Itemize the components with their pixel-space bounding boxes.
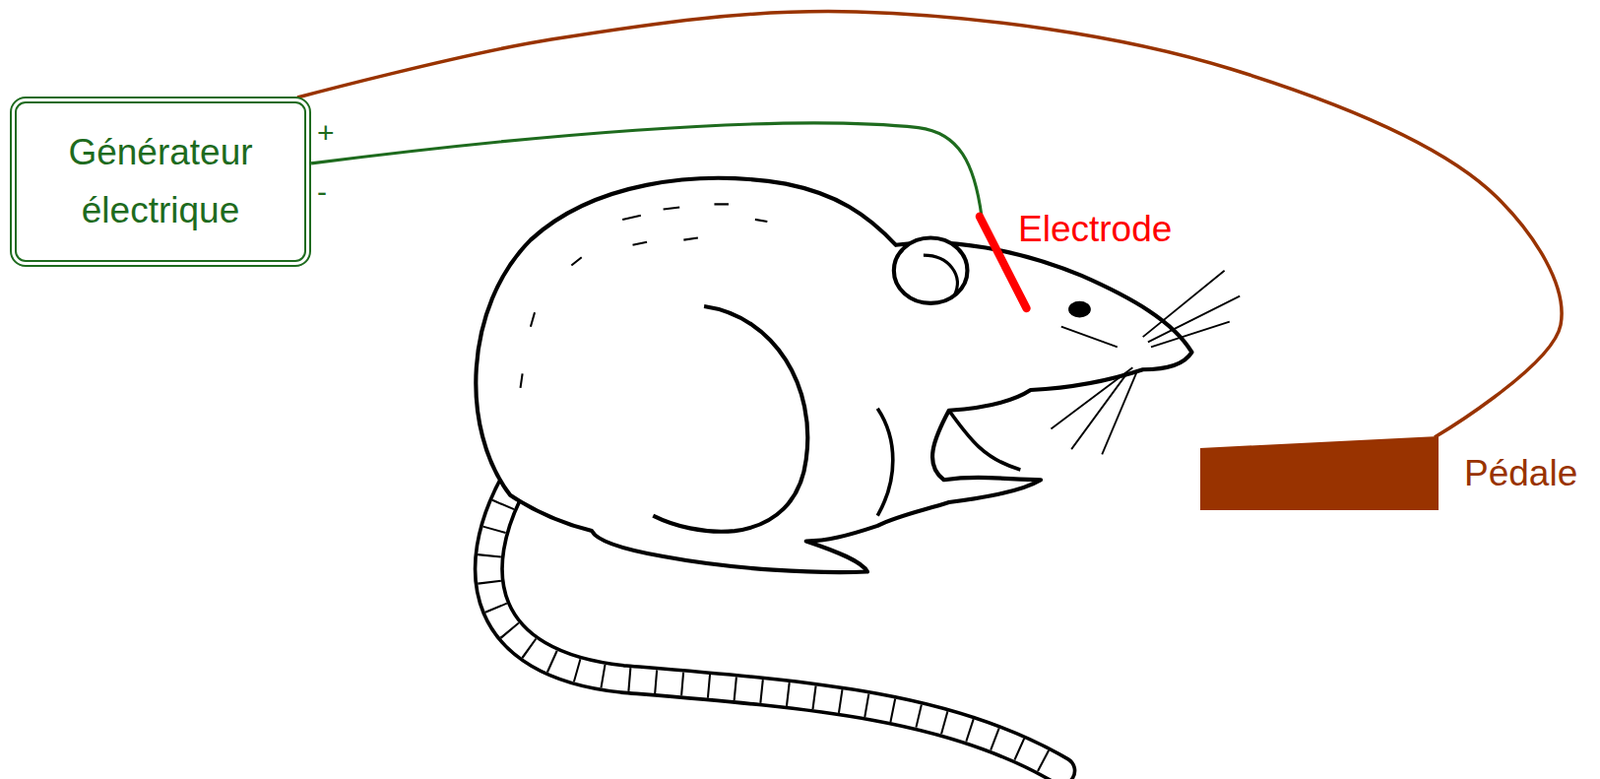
terminal-sign: - xyxy=(317,177,327,207)
rat-whiskers xyxy=(1050,270,1240,455)
rat-ear xyxy=(894,238,968,304)
pedal-shape xyxy=(1200,436,1439,511)
pedal-wire xyxy=(297,11,1562,438)
pedal: Pédale xyxy=(1200,436,1439,511)
rat-hind-leg xyxy=(652,306,808,532)
electrode-label: Electrode xyxy=(1018,210,1172,248)
generator-box: Générateur électrique xyxy=(9,96,312,267)
pedal-label: Pédale xyxy=(1464,452,1578,495)
rat-eye xyxy=(1068,301,1091,319)
rat-body xyxy=(475,178,1192,573)
rat-front-leg xyxy=(877,408,1021,516)
electrode-wire xyxy=(311,123,982,217)
node-label: Générateur électrique xyxy=(42,124,279,240)
terminal-sign: + xyxy=(317,118,335,148)
rat-fur xyxy=(520,203,768,388)
pedal-plate xyxy=(1200,436,1439,511)
